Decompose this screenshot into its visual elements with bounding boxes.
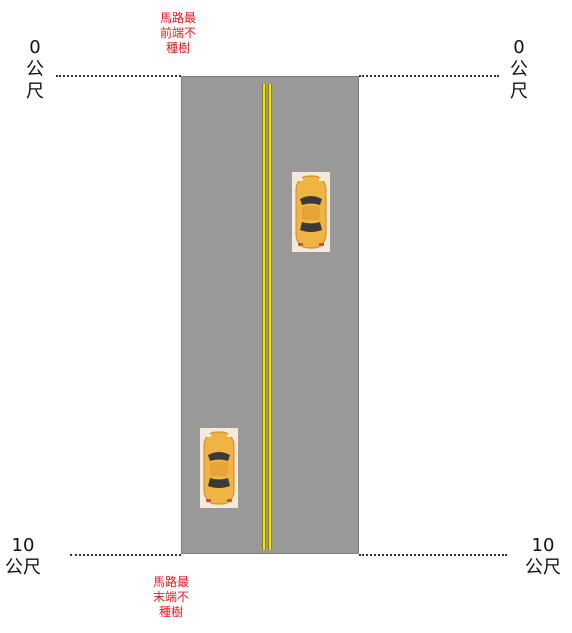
top-left-unit-line2: 尺 bbox=[26, 81, 44, 102]
top-right-unit-line1: 公 bbox=[510, 59, 528, 80]
bottom-right-distance-number: 10 bbox=[531, 535, 555, 556]
top-left-unit-line1: 公 bbox=[26, 59, 44, 80]
bottom-right-unit: 公尺 bbox=[525, 557, 561, 578]
road-start-note-line3: 種樹 bbox=[165, 41, 190, 55]
top-left-distance-number: 0 bbox=[29, 37, 41, 58]
bottom-right-dotted-line bbox=[359, 554, 507, 556]
road-start-note: 馬路最 前端不 種樹 bbox=[138, 11, 218, 56]
top-right-unit-line2: 尺 bbox=[510, 81, 528, 102]
bottom-left-unit: 公尺 bbox=[5, 557, 41, 578]
road-end-note: 馬路最 末端不 種樹 bbox=[131, 575, 211, 620]
top-left-dotted-line bbox=[56, 75, 181, 77]
car-icon bbox=[200, 428, 238, 508]
top-left-distance-label: 0 公 尺 bbox=[20, 37, 50, 103]
bottom-left-distance-label: 10 公尺 bbox=[0, 535, 46, 579]
road-end-note-line2: 末端不 bbox=[152, 590, 189, 604]
top-right-dotted-line bbox=[359, 75, 499, 77]
road-start-note-line2: 前端不 bbox=[159, 26, 196, 40]
top-right-distance-number: 0 bbox=[513, 37, 525, 58]
bottom-left-distance-number: 10 bbox=[11, 535, 35, 556]
top-right-distance-label: 0 公 尺 bbox=[504, 37, 534, 103]
bottom-right-distance-label: 10 公尺 bbox=[520, 535, 566, 579]
car-icon bbox=[292, 172, 330, 252]
road-end-note-line3: 種樹 bbox=[158, 605, 183, 619]
center-line-right bbox=[268, 84, 272, 550]
road-start-note-line1: 馬路最 bbox=[159, 11, 196, 25]
center-line-left bbox=[262, 84, 266, 550]
bottom-left-dotted-line bbox=[70, 554, 181, 556]
road-end-note-line1: 馬路最 bbox=[152, 575, 189, 589]
